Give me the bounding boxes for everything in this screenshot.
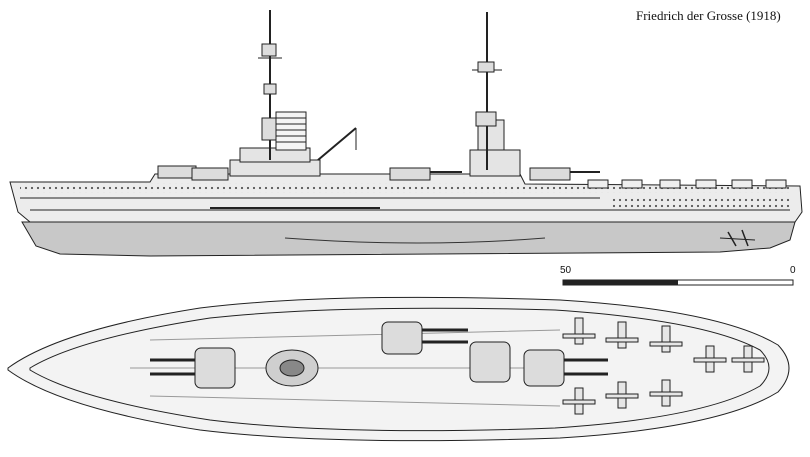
turret-profile-2 bbox=[191, 167, 229, 181]
aircraft-plan bbox=[605, 321, 639, 349]
hull-plan-outline bbox=[7, 296, 790, 442]
superstructure-aft bbox=[229, 111, 321, 177]
bilge-keel bbox=[284, 237, 546, 244]
scale-label-start: 0 bbox=[790, 265, 796, 276]
aircraft-plan bbox=[605, 381, 639, 409]
mast-aft bbox=[258, 10, 282, 160]
funnel-plan bbox=[265, 349, 319, 387]
drawing-caption: Friedrich der Grosse (1918) bbox=[636, 8, 781, 23]
aircraft-profile-row bbox=[587, 179, 787, 189]
turret-plan-2 bbox=[381, 321, 468, 355]
turret-plan-3 bbox=[469, 341, 511, 383]
turret-profile-4 bbox=[529, 167, 600, 181]
side-profile bbox=[9, 10, 803, 257]
porthole-band-stern bbox=[610, 196, 790, 210]
superstructure-fwd bbox=[469, 119, 521, 177]
crane bbox=[317, 127, 357, 161]
aircraft-plan bbox=[649, 325, 683, 353]
mast-fwd bbox=[472, 12, 502, 170]
plan-view bbox=[7, 296, 790, 442]
scale-bar bbox=[562, 279, 794, 286]
aircraft-plan bbox=[649, 379, 683, 407]
hull-lower bbox=[21, 221, 796, 257]
porthole-band bbox=[20, 183, 790, 193]
turret-plan-4 bbox=[523, 349, 608, 387]
aircraft-plan bbox=[731, 345, 765, 373]
turret-profile-3 bbox=[389, 167, 462, 181]
scale-label-mid: 50 bbox=[560, 265, 572, 276]
aircraft-plan bbox=[562, 317, 596, 345]
propeller-assembly bbox=[719, 229, 756, 247]
aircraft-plan bbox=[562, 387, 596, 415]
aircraft-plan bbox=[693, 345, 727, 373]
aircraft-plan-group bbox=[562, 317, 765, 415]
hull-plan-inner bbox=[29, 307, 770, 432]
turret-plan-1 bbox=[150, 347, 236, 389]
